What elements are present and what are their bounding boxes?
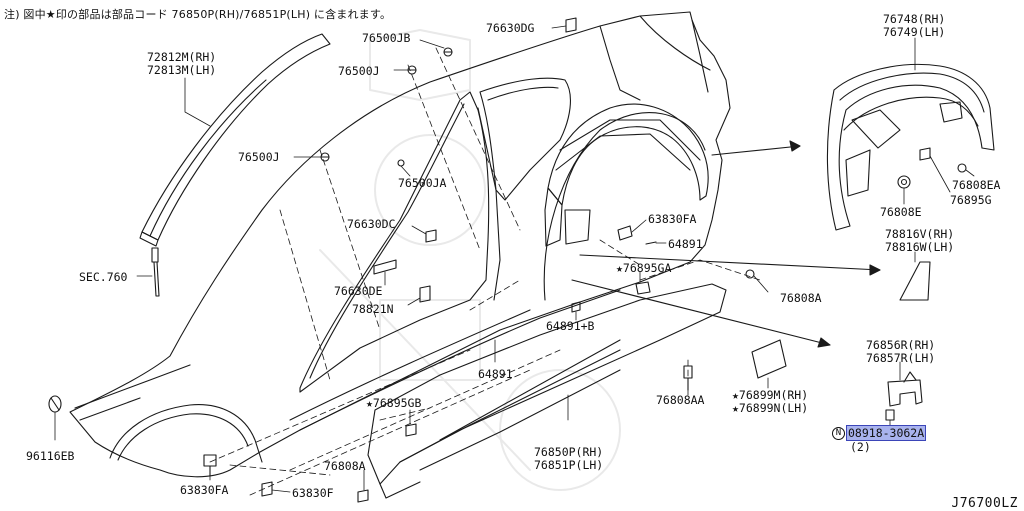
sec760-clip[interactable] — [151, 247, 160, 297]
label-78821n[interactable]: 78821N — [352, 302, 394, 316]
clip-63830fa-top[interactable] — [617, 225, 633, 241]
pad-78821n[interactable] — [419, 285, 431, 303]
highlighted-part-number: 08918-3062A — [846, 425, 927, 441]
label-76749[interactable]: 76749(LH) — [883, 25, 946, 39]
label-76808aa[interactable]: 76808AA — [656, 393, 705, 407]
leader-76500ja — [400, 165, 411, 177]
label-76808a-bot[interactable]: 76808A — [324, 459, 366, 473]
label-63830fa-top[interactable]: 63830FA — [648, 212, 697, 226]
label-76899m[interactable]: ★76899M(RH) — [732, 388, 809, 402]
rear-wheel-liner-inner[interactable] — [544, 103, 709, 247]
label-76857r[interactable]: 76857R(LH) — [866, 351, 936, 365]
clip-76500ja[interactable] — [397, 159, 405, 167]
clip-76895gb[interactable] — [405, 423, 417, 437]
clip-76808a-bot[interactable] — [357, 489, 369, 503]
pad-76630dc[interactable] — [425, 229, 437, 243]
pad-76630de[interactable] — [373, 259, 397, 275]
label-76808ea[interactable]: 76808EA — [952, 178, 1001, 192]
leader-76630dg — [551, 25, 567, 29]
watermark — [319, 29, 621, 491]
arrow-to-mudguard-detail — [579, 254, 881, 276]
parts-note: 注) 図中★印の部品は部品コード 76850P(RH)/76851P(LH) に… — [4, 8, 392, 21]
label-63830f[interactable]: 63830F — [292, 486, 334, 500]
mudguard-pad-detail[interactable] — [899, 261, 931, 301]
label-76808e[interactable]: 76808E — [880, 205, 922, 219]
bolt-76808aa[interactable] — [683, 365, 693, 391]
label-64891b[interactable]: 64891+B — [546, 319, 595, 333]
label-78816w[interactable]: 78816W(LH) — [885, 240, 955, 254]
label-76808a-right[interactable]: 76808A — [780, 291, 822, 305]
label-63830fa-bot[interactable]: 63830FA — [180, 483, 229, 497]
leader-63830fa-top — [631, 219, 647, 233]
clip-76808a-right[interactable] — [745, 269, 755, 279]
label-64891-b[interactable]: 64891 — [478, 367, 513, 381]
label-76895ga[interactable]: ★76895GA — [616, 261, 672, 275]
bracket-detail[interactable] — [887, 371, 923, 407]
label-78816v[interactable]: 78816V(RH) — [885, 227, 955, 241]
label-64891-a[interactable]: 64891 — [668, 237, 703, 251]
label-76856r[interactable]: 76856R(RH) — [866, 338, 936, 352]
leader-78821n — [407, 297, 421, 306]
clip-76500jb[interactable] — [443, 47, 453, 57]
clip-76500j-top[interactable] — [407, 65, 417, 75]
sill-moulding[interactable] — [367, 283, 727, 499]
leader-72812m — [184, 77, 211, 127]
body-side-panel[interactable] — [69, 11, 731, 478]
label-76748[interactable]: 76748(RH) — [883, 12, 946, 26]
arrow-to-liner-detail — [711, 140, 801, 156]
label-72812m[interactable]: 72812M(RH) — [147, 50, 217, 64]
label-76851p[interactable]: 76851P(LH) — [534, 458, 604, 472]
label-72813m[interactable]: 72813M(LH) — [147, 63, 217, 77]
pad-64891b[interactable] — [571, 301, 581, 313]
clip-76500j-mid[interactable] — [320, 152, 330, 162]
label-76899n[interactable]: ★76899N(LH) — [732, 401, 809, 415]
label-76500ja[interactable]: 76500JA — [398, 176, 447, 190]
label-76895gb[interactable]: ★76895GB — [366, 396, 422, 410]
roof-rail-trim[interactable] — [139, 33, 331, 247]
clip-63830f[interactable] — [261, 481, 273, 497]
label-76500j-top[interactable]: 76500J — [338, 64, 380, 78]
label-76630de[interactable]: 76630DE — [334, 284, 383, 298]
pad-76899m[interactable] — [751, 339, 787, 379]
label-sec760[interactable]: SEC.760 — [79, 270, 128, 284]
label-08918-qty: (2) — [850, 440, 871, 454]
leader-76500jb — [419, 39, 445, 49]
pad-76630dg[interactable] — [565, 17, 577, 33]
leader-63830f — [271, 489, 291, 493]
label-76500j-mid[interactable]: 76500J — [238, 150, 280, 164]
grommet-96116eb[interactable] — [48, 395, 62, 413]
leader-76808a — [753, 275, 769, 293]
label-76850p[interactable]: 76850P(RH) — [534, 445, 604, 459]
leader-76808ea — [965, 169, 975, 177]
leader-76895g — [929, 155, 951, 193]
label-76895g[interactable]: 76895G — [950, 193, 992, 207]
bolt-08918[interactable] — [885, 409, 895, 421]
clip-76895ga[interactable] — [635, 281, 651, 295]
clip-63830fa-bot[interactable] — [203, 454, 217, 477]
diagram-reference-id: J76700LZ — [951, 496, 1018, 511]
label-76630dc[interactable]: 76630DC — [347, 217, 396, 231]
label-76500jb[interactable]: 76500JB — [362, 31, 411, 45]
wheel-house-liner-detail[interactable] — [826, 63, 995, 231]
clip-76808ea[interactable] — [957, 163, 967, 173]
assembly-dashed-lines — [209, 47, 761, 496]
pad-64891-a[interactable] — [645, 241, 657, 245]
leader-76630dc — [411, 225, 427, 235]
clip-76808e[interactable] — [897, 175, 911, 189]
label-96116eb[interactable]: 96116EB — [26, 449, 75, 463]
label-76630dg[interactable]: 76630DG — [486, 21, 535, 35]
clip-76895g[interactable] — [919, 147, 931, 161]
arrow-to-bracket-detail — [571, 279, 831, 348]
n-circle-icon: N — [832, 427, 845, 440]
